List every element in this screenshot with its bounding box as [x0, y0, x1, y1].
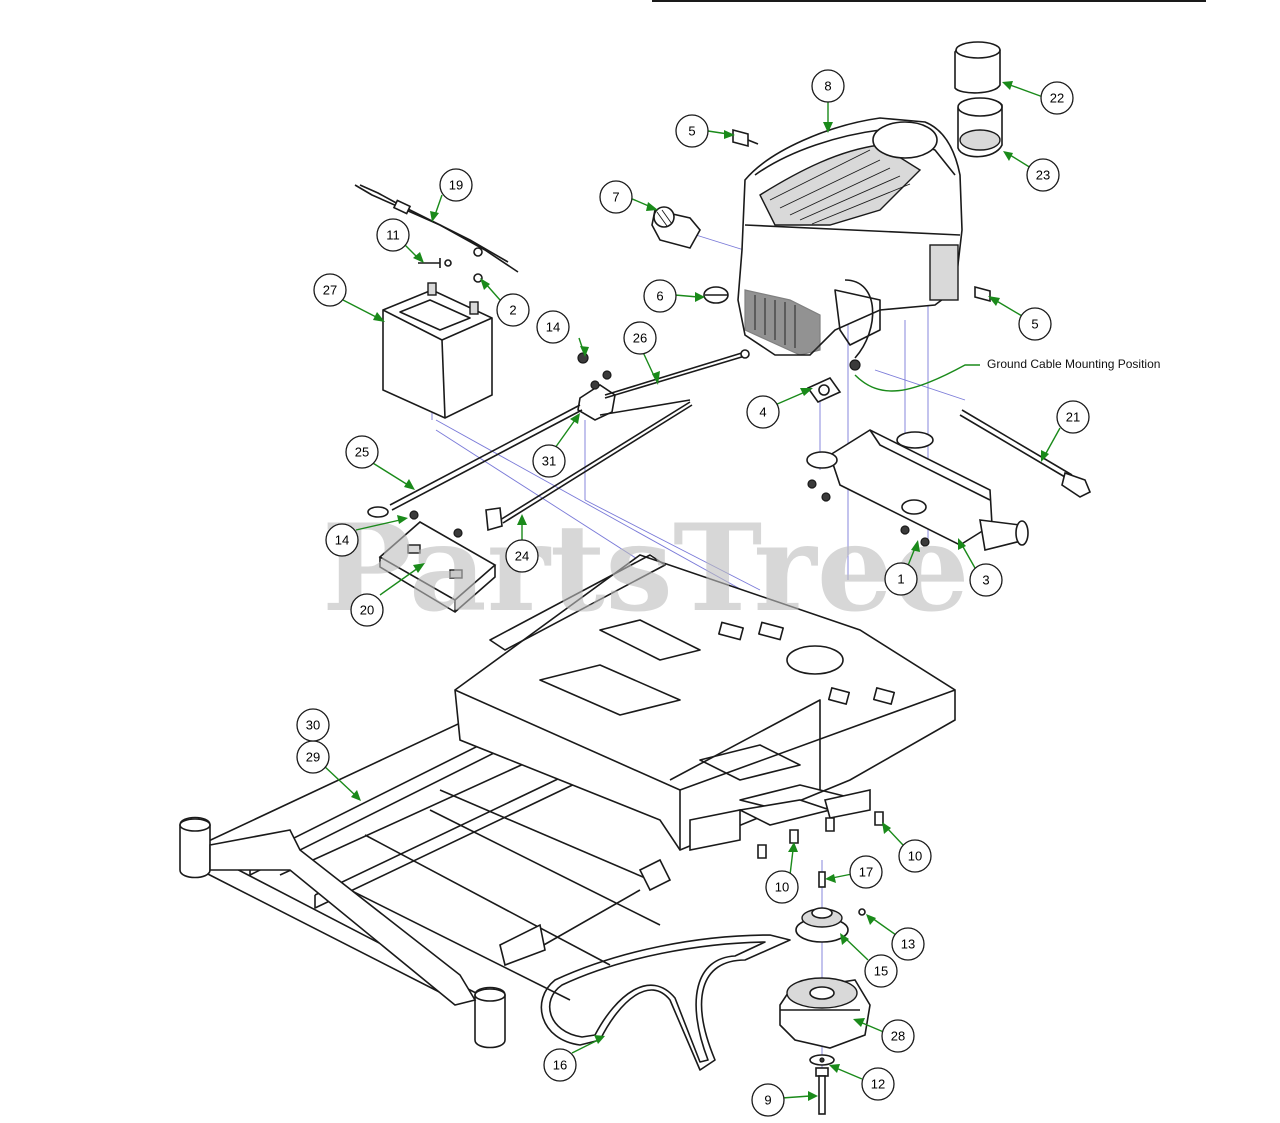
svg-text:6: 6: [656, 289, 663, 304]
callout-22[interactable]: 22: [1040, 81, 1074, 115]
fuel-filter: [703, 286, 729, 304]
svg-text:20: 20: [360, 603, 374, 618]
starter-solenoid: [577, 352, 616, 421]
svg-text:30: 30: [306, 718, 320, 733]
svg-text:4: 4: [759, 405, 766, 420]
battery-cables: [367, 349, 750, 532]
svg-text:27: 27: [323, 283, 337, 298]
callout-4[interactable]: 4: [746, 395, 780, 429]
engine: [737, 117, 963, 359]
svg-text:29: 29: [306, 750, 320, 765]
svg-text:15: 15: [874, 964, 888, 979]
svg-text:25: 25: [355, 445, 369, 460]
callout-25[interactable]: 25: [345, 435, 379, 469]
callout-16[interactable]: 16: [543, 1048, 577, 1082]
engine-pulley: [795, 907, 866, 943]
spark-plugs: [732, 128, 991, 303]
exhaust-gasket: [806, 376, 842, 404]
air-cleaner-element: [954, 41, 1001, 94]
ground-cable-marker: [849, 359, 980, 392]
callout-leaders: [322, 81, 1061, 1101]
svg-text:14: 14: [546, 320, 560, 335]
clutch-bolt: [815, 1067, 829, 1115]
callout-19[interactable]: 19: [439, 168, 473, 202]
svg-text:23: 23: [1036, 168, 1050, 183]
callout-17[interactable]: 17: [849, 855, 883, 889]
svg-text:5: 5: [688, 124, 695, 139]
callout-20[interactable]: 20: [350, 593, 384, 627]
callout-10-left[interactable]: 10: [765, 870, 799, 904]
callouts: 1 2 3 4 5 5 6 7 8 9 10 10 11 12 13 14 14…: [296, 69, 1090, 1117]
callout-6[interactable]: 6: [643, 279, 677, 313]
callout-11[interactable]: 11: [376, 218, 410, 252]
callout-3[interactable]: 3: [969, 563, 1003, 597]
svg-text:24: 24: [515, 549, 529, 564]
svg-text:2: 2: [509, 303, 516, 318]
ground-cable-note: Ground Cable Mounting Position: [987, 357, 1160, 371]
callout-8[interactable]: 8: [811, 69, 845, 103]
svg-text:14: 14: [335, 533, 349, 548]
muffler: [806, 429, 1029, 551]
callout-7[interactable]: 7: [599, 180, 633, 214]
callout-30[interactable]: 30: [296, 708, 330, 742]
svg-text:11: 11: [386, 228, 400, 243]
callout-21[interactable]: 21: [1056, 400, 1090, 434]
callout-5-spark-plug-side[interactable]: 5: [1018, 307, 1052, 341]
mower-frame: [179, 694, 672, 1049]
svg-text:17: 17: [859, 865, 873, 880]
svg-text:5: 5: [1031, 317, 1038, 332]
callout-31[interactable]: 31: [532, 444, 566, 478]
svg-text:9: 9: [764, 1093, 771, 1108]
callout-28[interactable]: 28: [881, 1019, 915, 1053]
mounting-bolts: [757, 811, 884, 859]
key: [818, 871, 826, 888]
callout-12[interactable]: 12: [861, 1067, 895, 1101]
callout-27[interactable]: 27: [313, 273, 347, 307]
svg-text:16: 16: [553, 1058, 567, 1073]
svg-text:10: 10: [775, 880, 789, 895]
svg-text:12: 12: [871, 1077, 885, 1092]
chassis-deck-plate: [454, 554, 956, 851]
callout-9[interactable]: 9: [751, 1083, 785, 1117]
callout-26[interactable]: 26: [623, 321, 657, 355]
callout-29[interactable]: 29: [296, 740, 330, 774]
callout-1[interactable]: 1: [884, 562, 918, 596]
drive-belt: [540, 934, 791, 1071]
svg-text:28: 28: [891, 1029, 905, 1044]
svg-text:21: 21: [1066, 410, 1080, 425]
callout-23[interactable]: 23: [1026, 158, 1060, 192]
svg-text:7: 7: [612, 190, 619, 205]
callout-14-bottom[interactable]: 14: [325, 523, 359, 557]
callout-5-spark-plug-top[interactable]: 5: [675, 114, 709, 148]
dipstick-tube: [959, 409, 1092, 498]
watermark: PartsTree: [322, 498, 969, 639]
battery: [382, 282, 493, 419]
svg-text:31: 31: [542, 454, 556, 469]
callout-14-top[interactable]: 14: [536, 310, 570, 344]
callout-13[interactable]: 13: [891, 927, 925, 961]
callout-15[interactable]: 15: [864, 954, 898, 988]
svg-text:26: 26: [633, 331, 647, 346]
clutch-washer: [809, 1054, 835, 1066]
pto-clutch: [779, 977, 871, 1049]
svg-text:3: 3: [982, 573, 989, 588]
callout-24[interactable]: 24: [505, 539, 539, 573]
air-cleaner-precleaner: [957, 97, 1003, 158]
svg-text:8: 8: [824, 79, 831, 94]
oil-filter: [651, 206, 701, 249]
callout-2[interactable]: 2: [496, 293, 530, 327]
battery-tray: [378, 510, 497, 613]
svg-text:1: 1: [897, 572, 904, 587]
callout-10-right[interactable]: 10: [898, 839, 932, 873]
svg-text:19: 19: [449, 178, 463, 193]
svg-text:13: 13: [901, 937, 915, 952]
svg-text:22: 22: [1050, 91, 1064, 106]
hold-down-rod: [354, 184, 519, 283]
svg-text:10: 10: [908, 849, 922, 864]
